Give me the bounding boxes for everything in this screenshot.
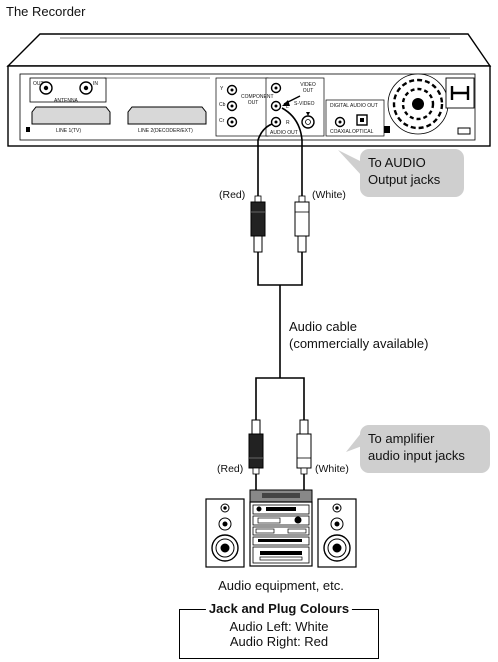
jack-plug-colours-legend: Jack and Plug Colours Audio Left: White … — [179, 601, 379, 659]
label-white-top: (White) — [312, 189, 346, 201]
video-out-label: VIDEO OUT — [300, 82, 316, 94]
callout-amplifier-input: To amplifier audio input jacks — [360, 425, 490, 473]
digital-audio-section — [325, 99, 385, 137]
antenna-out-label: OUT — [33, 81, 44, 87]
antenna-in-label: IN — [93, 81, 98, 87]
page-title: The Recorder — [6, 4, 86, 19]
coaxial-label: COAXIAL — [330, 129, 352, 135]
plug-white-top — [294, 195, 310, 253]
left-speaker — [205, 498, 245, 568]
line1-label: LINE 1(TV) — [56, 128, 82, 134]
cable-label: Audio cable (commercially available) — [289, 319, 429, 351]
equipment-label: Audio equipment, etc. — [218, 578, 344, 593]
label-white-bottom: (White) — [315, 463, 349, 475]
antenna-label: ANTENNA — [54, 98, 78, 104]
plug-red-top — [250, 195, 266, 253]
stereo-stack — [249, 489, 313, 567]
scart-connectors — [26, 106, 207, 132]
label-red-bottom: (Red) — [217, 463, 244, 475]
antenna-section — [29, 77, 210, 103]
digital-audio-out-label: DIGITAL AUDIO OUT — [330, 103, 378, 109]
legend-right: Audio Right: Red — [229, 634, 329, 649]
right-speaker — [317, 498, 357, 568]
audio-cable — [255, 107, 305, 490]
component-out-label: COMPONENT OUT — [241, 94, 274, 106]
svideo-label: S-VIDEO — [294, 101, 315, 107]
label-red-top: (Red) — [219, 189, 246, 201]
cooling-fan — [384, 73, 449, 135]
line2-label: LINE 2(DECODER/EXT) — [138, 128, 193, 134]
callout-audio-output: To AUDIO Output jacks — [360, 149, 464, 197]
component-y-label: Y — [220, 86, 224, 92]
audio-equipment — [205, 489, 357, 568]
power-connector — [445, 77, 475, 135]
legend-left: Audio Left: White — [229, 619, 329, 634]
audio-l-label: L — [286, 104, 289, 110]
plug-white-bottom — [296, 419, 312, 475]
audio-r-label: R — [286, 120, 290, 126]
audio-out-label: AUDIO OUT — [270, 130, 298, 136]
plug-red-bottom — [248, 419, 264, 475]
audio-video-out-section — [265, 77, 325, 137]
component-cr-label: Cr — [219, 118, 225, 124]
component-cb-label: Cb — [219, 102, 226, 108]
recorder-unit — [6, 33, 492, 147]
optical-label: OPTICAL — [352, 129, 374, 135]
legend-title: Jack and Plug Colours — [205, 601, 353, 616]
